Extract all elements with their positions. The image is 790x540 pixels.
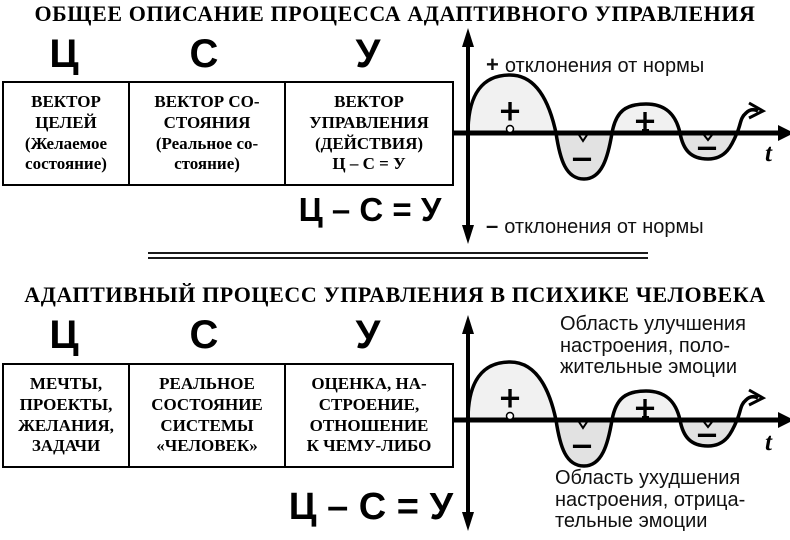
real-state-cell: РЕАЛЬНОЕ СОСТОЯНИЕ СИСТЕМЫ «ЧЕЛОВЕК» [128, 365, 284, 466]
column-letter-goals: Ц [49, 313, 79, 357]
axis-dash-marker [642, 416, 649, 420]
mood-graph-bottom-svg [453, 315, 790, 531]
value-axis-down-arrowhead [462, 512, 474, 531]
value-axis-down-arrowhead [462, 225, 474, 244]
oscillation-curve [466, 73, 759, 181]
negative-lobe-1 [556, 420, 612, 466]
positive-lobe-2 [612, 104, 680, 133]
state-vector-cell: ВЕКТОР СО- СТОЯНИЯ (Реальное со- стояние… [128, 83, 284, 184]
time-axis-label: t [765, 140, 772, 167]
positive-deviation-text: отклонения от нормы [504, 54, 705, 77]
mood-graph-bottom: Область улучшения настроения, поло- жите… [450, 312, 790, 534]
assessment-mood-cell: ОЦЕНКА, НА- СТРОЕНИЕ, ОТНОШЕНИЕ К ЧЕМУ-Л… [284, 365, 452, 466]
time-axis-arrowhead [778, 125, 790, 141]
section-divider [148, 252, 648, 259]
column-letter-control: У [355, 32, 381, 76]
dreams-goals-cell: МЕЧТЫ, ПРОЕКТЫ, ЖЕЛАНИЯ, ЗАДАЧИ [18, 374, 114, 456]
negative-lobe-1 [556, 133, 612, 179]
mood-worsening-label: Область ухудшения настроения, отрица- те… [555, 467, 746, 533]
top-section-title: ОБЩЕЕ ОПИСАНИЕ ПРОЦЕССА АДАПТИВНОГО УПРА… [34, 1, 756, 26]
column-letter-state: С [189, 313, 219, 357]
negative-deviation-text: отклонения от нормы [504, 215, 704, 238]
column-letter-goals: Ц [49, 32, 79, 76]
positive-lobe-1 [468, 75, 556, 133]
bottom-section-title: АДАПТИВНЫЙ ПРОЦЕСС УПРАВЛЕНИЯ В ПСИХИКЕ … [24, 282, 766, 307]
curve-end-arrowhead [748, 388, 767, 407]
value-axis-up-arrowhead [462, 28, 474, 47]
time-axis-arrowhead [778, 412, 790, 428]
positive-lobe-1 [468, 362, 556, 420]
lobe-plus-sign: + [497, 380, 523, 415]
plus-sign: + [486, 51, 499, 77]
axis-notch-marker [578, 134, 588, 143]
positive-deviation-label: +отклонения от нормы [486, 31, 704, 77]
goal-vector-cell: ВЕКТОР ЦЕЛЕЙ (Желаемое состояние) [24, 92, 108, 174]
lobe-minus-sign: − [569, 141, 595, 176]
axis-dash-marker [642, 129, 649, 133]
lobe-minus-sign: − [569, 428, 595, 463]
time-axis-label: t [765, 429, 772, 456]
axis-point-marker [505, 411, 515, 421]
vector-table-bottom: МЕЧТЫ, ПРОЕКТЫ, ЖЕЛАНИЯ, ЗАДАЧИ РЕАЛЬНОЕ… [2, 363, 454, 468]
control-formula-bottom: Ц – С = У [288, 486, 454, 528]
lobe-plus-sign: + [632, 390, 658, 425]
axis-notch-marker [703, 134, 713, 142]
minus-sign: – [486, 212, 499, 238]
deviation-graph-top: +отклонения от нормы –отклонения от норм… [450, 25, 790, 247]
lobe-plus-sign: + [632, 103, 658, 138]
vector-table-top: ВЕКТОР ЦЕЛЕЙ (Желаемое состояние) ВЕКТОР… [2, 81, 454, 186]
column-letter-control: У [355, 313, 381, 357]
negative-deviation-label: –отклонения от нормы [486, 192, 704, 238]
control-formula-top: Ц – С = У [298, 191, 442, 228]
axis-point-marker [505, 124, 515, 134]
curve-end-arrowhead [748, 101, 767, 120]
column-letter-state: С [189, 32, 219, 76]
mood-improvement-label: Область улучшения настроения, поло- жите… [560, 313, 746, 379]
axis-notch-marker [703, 421, 713, 429]
lobe-minus-sign: − [694, 130, 720, 165]
deviation-graph-top-svg [453, 28, 790, 244]
lobe-minus-sign: − [694, 417, 720, 452]
positive-lobe-2 [612, 391, 680, 420]
lobe-plus-sign: + [497, 93, 523, 128]
axis-notch-marker [578, 421, 588, 430]
control-vector-cell: ВЕКТОР УПРАВЛЕНИЯ (ДЕЙСТВИЯ) Ц – С = У [284, 83, 452, 184]
value-axis-up-arrowhead [462, 315, 474, 334]
oscillation-curve [466, 360, 759, 468]
